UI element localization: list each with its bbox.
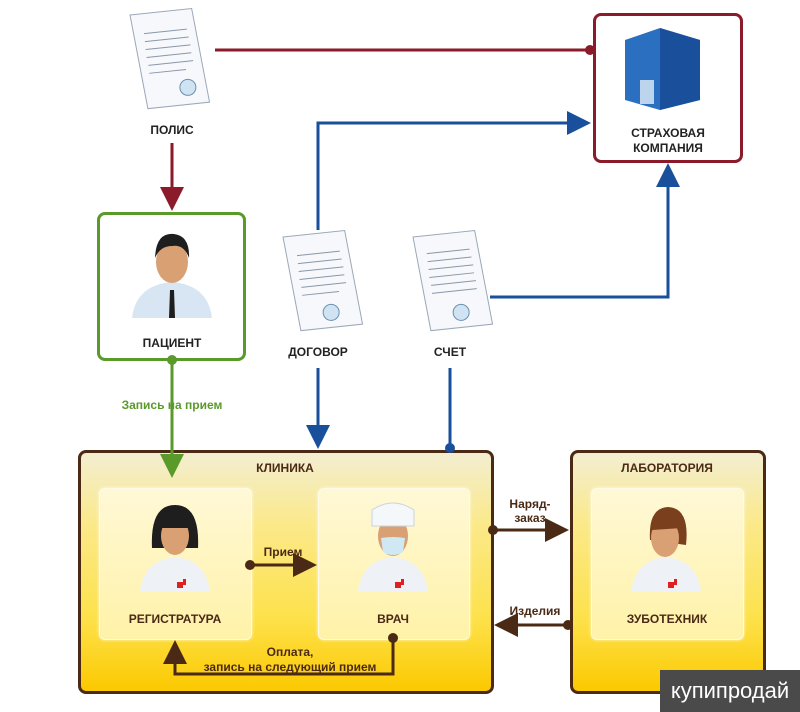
technician-avatar-icon	[631, 507, 701, 592]
products-label: Изделия	[509, 604, 561, 618]
work-order-label-line1: Наряд-	[509, 497, 551, 511]
technician-label: ЗУБОТЕХНИК	[626, 612, 708, 626]
work-order-label-line2: заказ	[514, 511, 546, 525]
lab-label: ЛАБОРАТОРИЯ	[621, 461, 713, 475]
doctor-label: ВРАЧ	[377, 612, 409, 626]
polis-document-icon	[129, 7, 211, 110]
patient-avatar-icon	[132, 233, 212, 318]
insurance-label-line2: КОМПАНИЯ	[633, 141, 703, 155]
invoice-document-icon	[412, 229, 494, 332]
payment-arrow	[163, 638, 395, 676]
registry-label: РЕГИСТРАТУРА	[128, 612, 222, 626]
contract-label: ДОГОВОР	[288, 345, 348, 359]
invoice-to-insurance-arrow	[490, 163, 680, 299]
reception-label: Прием	[263, 545, 303, 559]
registrar-avatar-icon	[140, 505, 210, 592]
insurance-label-line1: СТРАХОВАЯ	[631, 126, 705, 140]
watermark: купипродай	[660, 670, 800, 712]
patient-label: ПАЦИЕНТ	[142, 336, 202, 350]
invoice-label: СЧЕТ	[433, 345, 467, 359]
clinic-label: КЛИНИКА	[256, 461, 314, 475]
payment-label-line1: Оплата,	[266, 645, 314, 659]
polis-label: ПОЛИС	[150, 123, 194, 137]
payment-label-line2: запись на следующий прием	[203, 660, 377, 674]
contract-to-insurance-arrow	[316, 111, 591, 230]
contract-document-icon	[282, 229, 364, 332]
building-icon	[625, 28, 700, 110]
appointment-request-label: Запись на прием	[121, 398, 223, 412]
doctor-avatar-icon	[358, 502, 428, 592]
